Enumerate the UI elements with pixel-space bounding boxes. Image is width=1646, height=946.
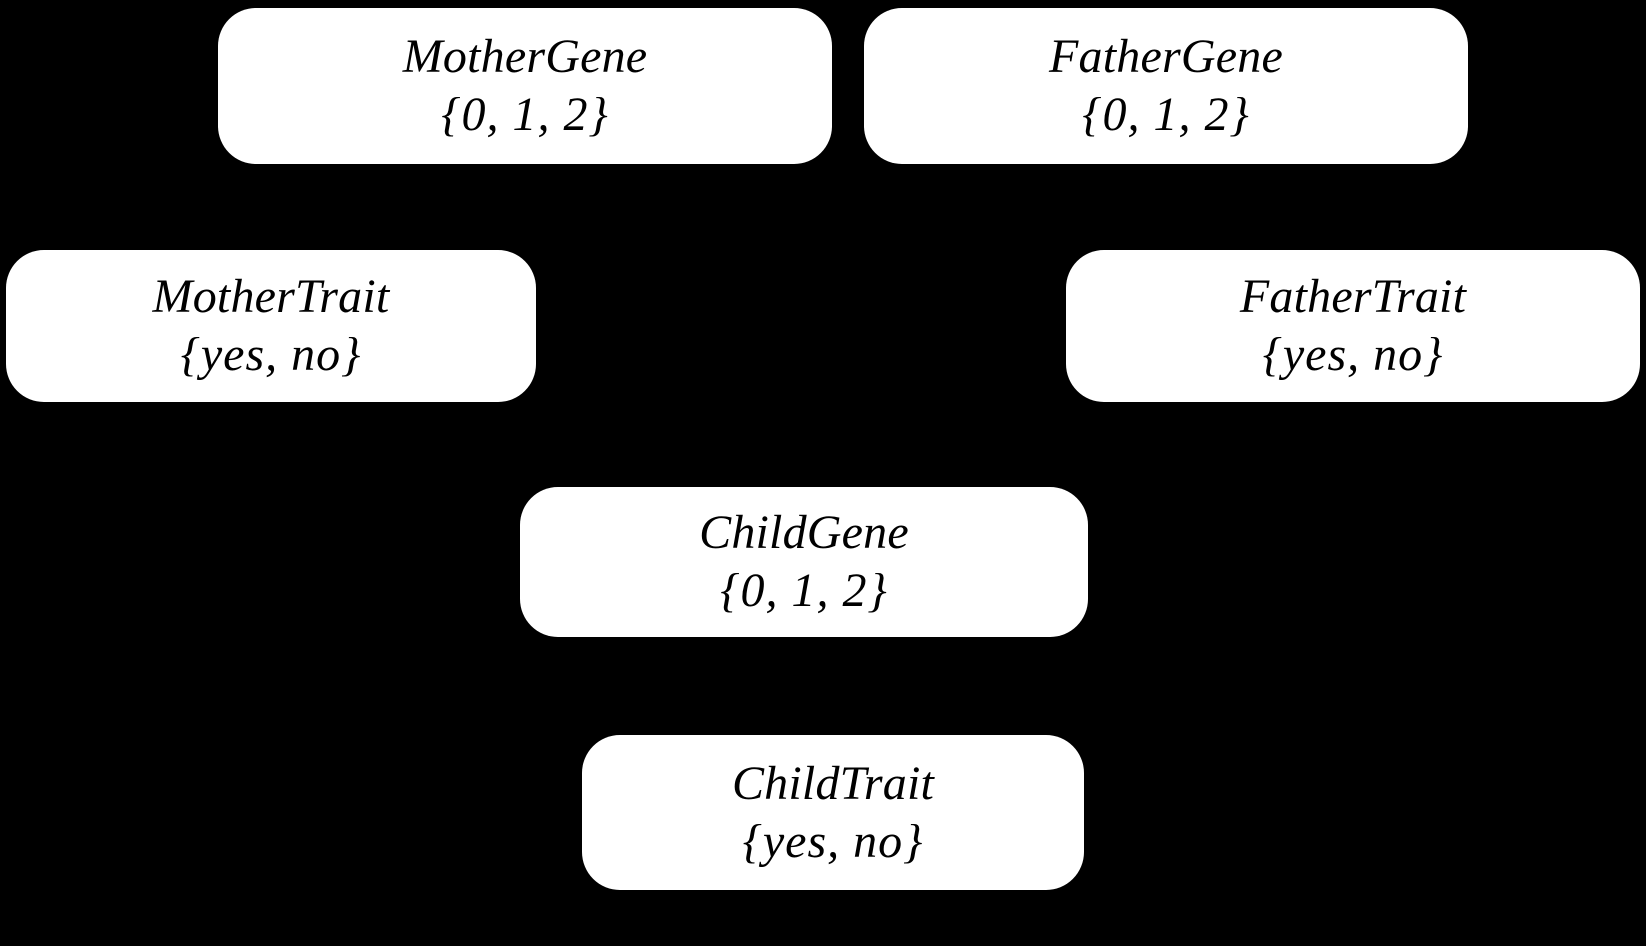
node-father-gene-label: FatherGene [1049, 30, 1283, 84]
node-mother-gene-label: MotherGene [402, 30, 648, 84]
node-mother-gene-domain: {0, 1, 2} [441, 88, 609, 141]
node-mother-trait-domain: {yes, no} [180, 328, 362, 381]
node-mother-trait[interactable]: MotherTrait {yes, no} [6, 250, 536, 402]
node-father-gene[interactable]: FatherGene {0, 1, 2} [864, 8, 1468, 164]
node-child-gene-domain: {0, 1, 2} [720, 564, 888, 617]
node-child-gene-label: ChildGene [699, 506, 909, 560]
node-child-trait[interactable]: ChildTrait {yes, no} [582, 735, 1084, 890]
node-father-gene-domain: {0, 1, 2} [1082, 88, 1250, 141]
node-father-trait-label: FatherTrait [1239, 270, 1467, 324]
node-father-trait[interactable]: FatherTrait {yes, no} [1066, 250, 1640, 402]
node-child-trait-domain: {yes, no} [742, 814, 924, 868]
node-child-trait-label: ChildTrait [731, 756, 935, 810]
node-father-trait-domain: {yes, no} [1262, 328, 1444, 381]
node-mother-trait-label: MotherTrait [152, 270, 390, 324]
node-mother-gene[interactable]: MotherGene {0, 1, 2} [218, 8, 832, 164]
node-child-gene[interactable]: ChildGene {0, 1, 2} [520, 487, 1088, 637]
